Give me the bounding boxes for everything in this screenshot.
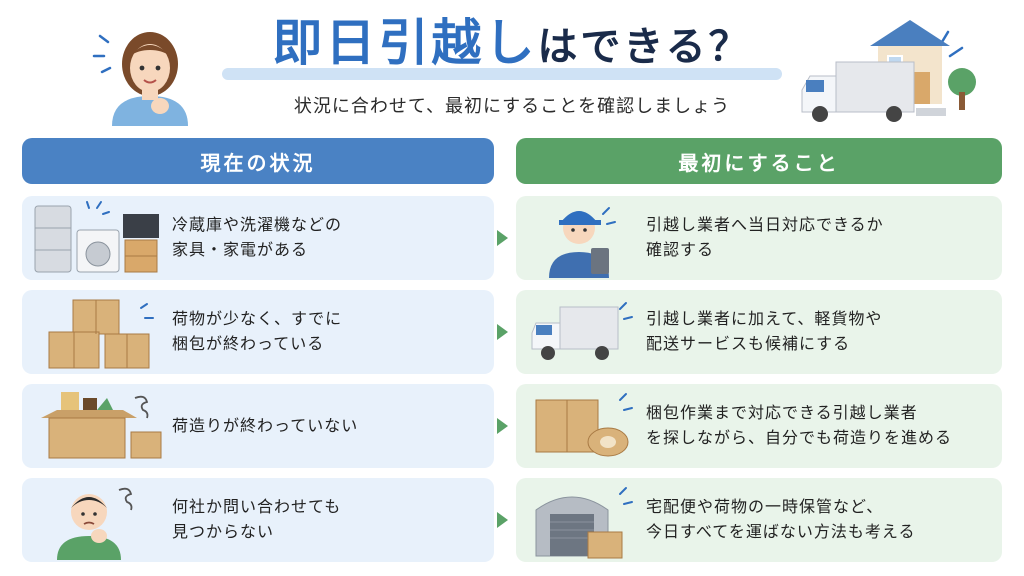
situation-row: 何社か問い合わせても 見つからない xyxy=(22,478,494,562)
title-main: 即日引越し xyxy=(272,14,538,72)
delivery-truck-icon xyxy=(516,290,646,374)
storage-unit-icon xyxy=(516,478,646,562)
action-text: 宅配便や荷物の一時保管など、 今日すべてを運ばない方法も考える xyxy=(646,497,916,541)
house-and-truck-icon xyxy=(790,12,990,136)
title-rest: はできる？ xyxy=(537,24,752,70)
worried-man-icon xyxy=(22,478,172,562)
first-step-header: 最初にすること xyxy=(516,138,1002,184)
current-situation-header: 現在の状況 xyxy=(22,138,494,184)
situation-text: 何社か問い合わせても 見つからない xyxy=(172,497,342,541)
situation-row: 荷物が少なく、すでに 梱包が終わっている xyxy=(22,290,494,374)
mover-worker-icon xyxy=(516,196,646,280)
thinking-woman-icon xyxy=(90,22,200,136)
title-area: 即日引越しはできる？ xyxy=(0,6,1024,84)
action-row: 引越し業者へ当日対応できるか 確認する xyxy=(516,196,1002,280)
page-title: 即日引越しはできる？ xyxy=(272,6,751,84)
arrow-right-icon xyxy=(497,512,508,528)
unpacked-box-icon xyxy=(22,384,172,468)
action-row: 梱包作業まで対応できる引越し業者 を探しながら、自分でも荷造りを進める xyxy=(516,384,1002,468)
action-row: 引越し業者に加えて、軽貨物や 配送サービスも候補にする xyxy=(516,290,1002,374)
situation-row: 荷造りが終わっていない xyxy=(22,384,494,468)
page-subtitle: 状況に合わせて、最初にすることを確認しましょう xyxy=(293,96,731,117)
situation-text: 荷物が少なく、すでに 梱包が終わっている xyxy=(172,309,343,353)
action-text: 引越し業者へ当日対応できるか 確認する xyxy=(646,215,884,259)
box-and-tape-icon xyxy=(516,384,646,468)
packed-boxes-icon xyxy=(22,290,172,374)
situation-text: 冷蔵庫や洗濯機などの 家具・家電がある xyxy=(172,215,343,259)
action-text: 梱包作業まで対応できる引越し業者 を探しながら、自分でも荷造りを進める xyxy=(646,403,953,447)
action-row: 宅配便や荷物の一時保管など、 今日すべてを運ばない方法も考える xyxy=(516,478,1002,562)
appliances-icon xyxy=(22,196,172,280)
action-text: 引越し業者に加えて、軽貨物や 配送サービスも候補にする xyxy=(646,309,883,353)
arrow-right-icon xyxy=(497,418,508,434)
situation-row: 冷蔵庫や洗濯機などの 家具・家電がある xyxy=(22,196,494,280)
title-underline xyxy=(222,68,782,80)
arrow-right-icon xyxy=(497,324,508,340)
situation-text: 荷造りが終わっていない xyxy=(172,415,359,435)
arrow-right-icon xyxy=(497,230,508,246)
